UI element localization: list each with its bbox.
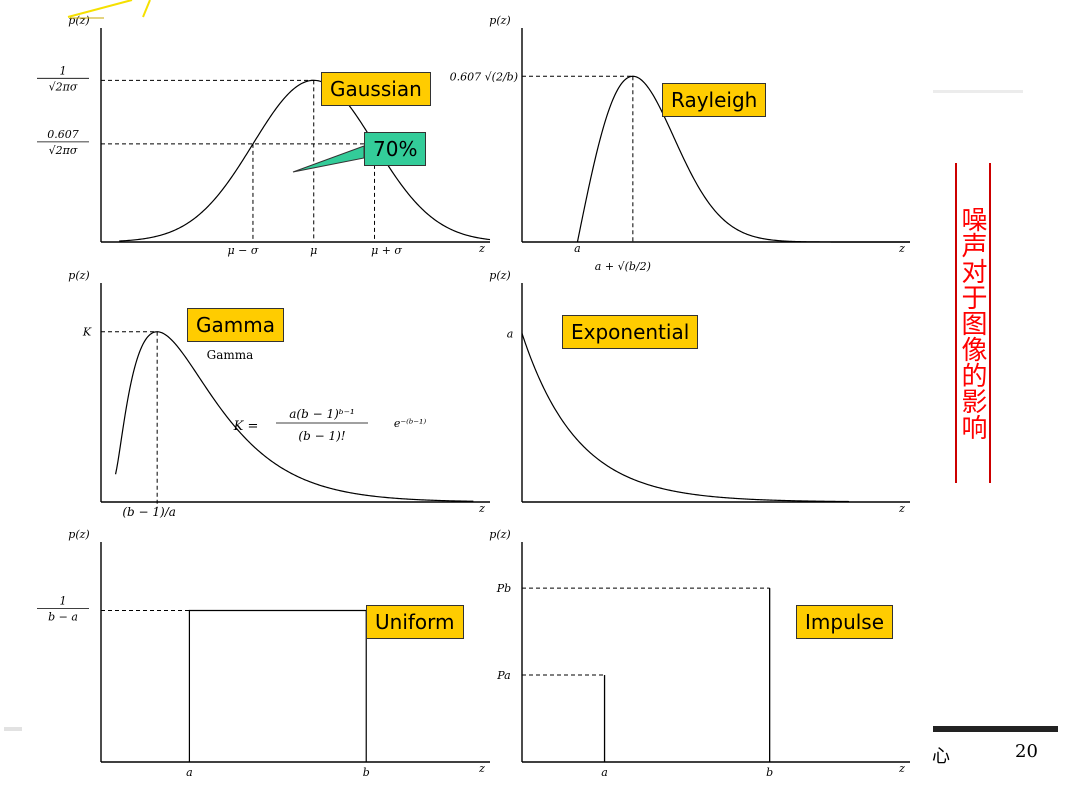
gamma-xtick-mode: (b − 1)/a [122,505,176,519]
gamma-label: Gamma [187,308,284,342]
gamma-sublabel: Gamma [207,348,254,362]
decor-stroke-2 [142,0,151,18]
gamma-formula-lhs: K = [233,419,259,434]
page-number: 20 [1015,741,1038,762]
footer-glyph: 心 [932,746,950,767]
gamma-formula-numerator: a(b − 1)ᵇ⁻¹ [289,407,354,421]
gaussian-xtick-mu-minus-sigma: μ − σ [228,244,259,257]
gaussian-ytick-peak-numerator: 1 [60,64,67,77]
exponential-curve [521,333,850,503]
exponential-label: Exponential [562,315,699,349]
uniform-y-axis-label: p(z) [68,528,89,541]
gaussian-ytick-0607-denominator: √2πσ [49,144,78,157]
impulse-xtick-a: a [601,766,608,779]
exponential-y-axis-label: p(z) [489,269,510,282]
gaussian-70-percent-callout: 70% [364,132,427,166]
side-caption: 噪声对于图像的影响 [955,163,991,483]
exponential-x-axis-label: z [898,502,905,515]
footer-bar-left [4,727,22,731]
exponential-ytick-a: a [507,327,514,340]
uniform-rectangle [188,609,367,762]
footer-bar [933,726,1058,732]
rayleigh-xtick-mode: a + √(b/2) [595,260,651,273]
gaussian-ytick-0607-numerator: 0.607 [47,128,79,141]
rayleigh-curve [576,75,910,243]
gaussian-curve [119,79,491,242]
gaussian-ytick-peak-denominator: √2πσ [49,80,78,93]
uniform-ytick-height-numerator: 1 [60,594,67,607]
gamma-ytick-K: K [82,326,92,339]
impulse-ytick-pa: Pa [496,669,510,682]
uniform-xtick-b: b [363,766,370,779]
gamma-formula-denominator: (b − 1)! [298,429,345,443]
impulse-label: Impulse [796,605,894,639]
uniform-ytick-height-denominator: b − a [48,610,78,623]
gaussian-callout-pointer [292,145,365,173]
gaussian-y-axis-label: p(z) [68,14,89,27]
uniform-x-axis-label: z [478,762,485,775]
gaussian-xtick-mu: μ [310,244,317,257]
decorative-rule [933,90,1023,93]
impulse-x-axis-label: z [898,762,905,775]
decor-stroke-1 [67,0,133,18]
gaussian-label: Gaussian [321,72,431,106]
gaussian-xtick-mu-plus-sigma: μ + σ [371,244,402,257]
gamma-curve [114,331,474,502]
impulse-y-axis-label: p(z) [489,528,510,541]
gamma-formula-exp: e⁻⁽ᵇ⁻¹⁾ [394,417,427,430]
rayleigh-y-axis-label: p(z) [489,14,510,27]
rayleigh-xtick-a: a [574,242,581,255]
impulse-ytick-pb: Pb [496,582,511,595]
rayleigh-label: Rayleigh [662,83,767,117]
gamma-x-axis-label: z [478,502,485,515]
uniform-label: Uniform [366,605,464,639]
gamma-y-axis-label: p(z) [68,269,89,282]
rayleigh-x-axis-label: z [898,242,905,255]
gaussian-x-axis-label: z [478,242,485,255]
impulse-xtick-b: b [766,766,773,779]
uniform-xtick-a: a [186,766,193,779]
rayleigh-ytick-peak: 0.607 √(2/b) [450,70,518,83]
